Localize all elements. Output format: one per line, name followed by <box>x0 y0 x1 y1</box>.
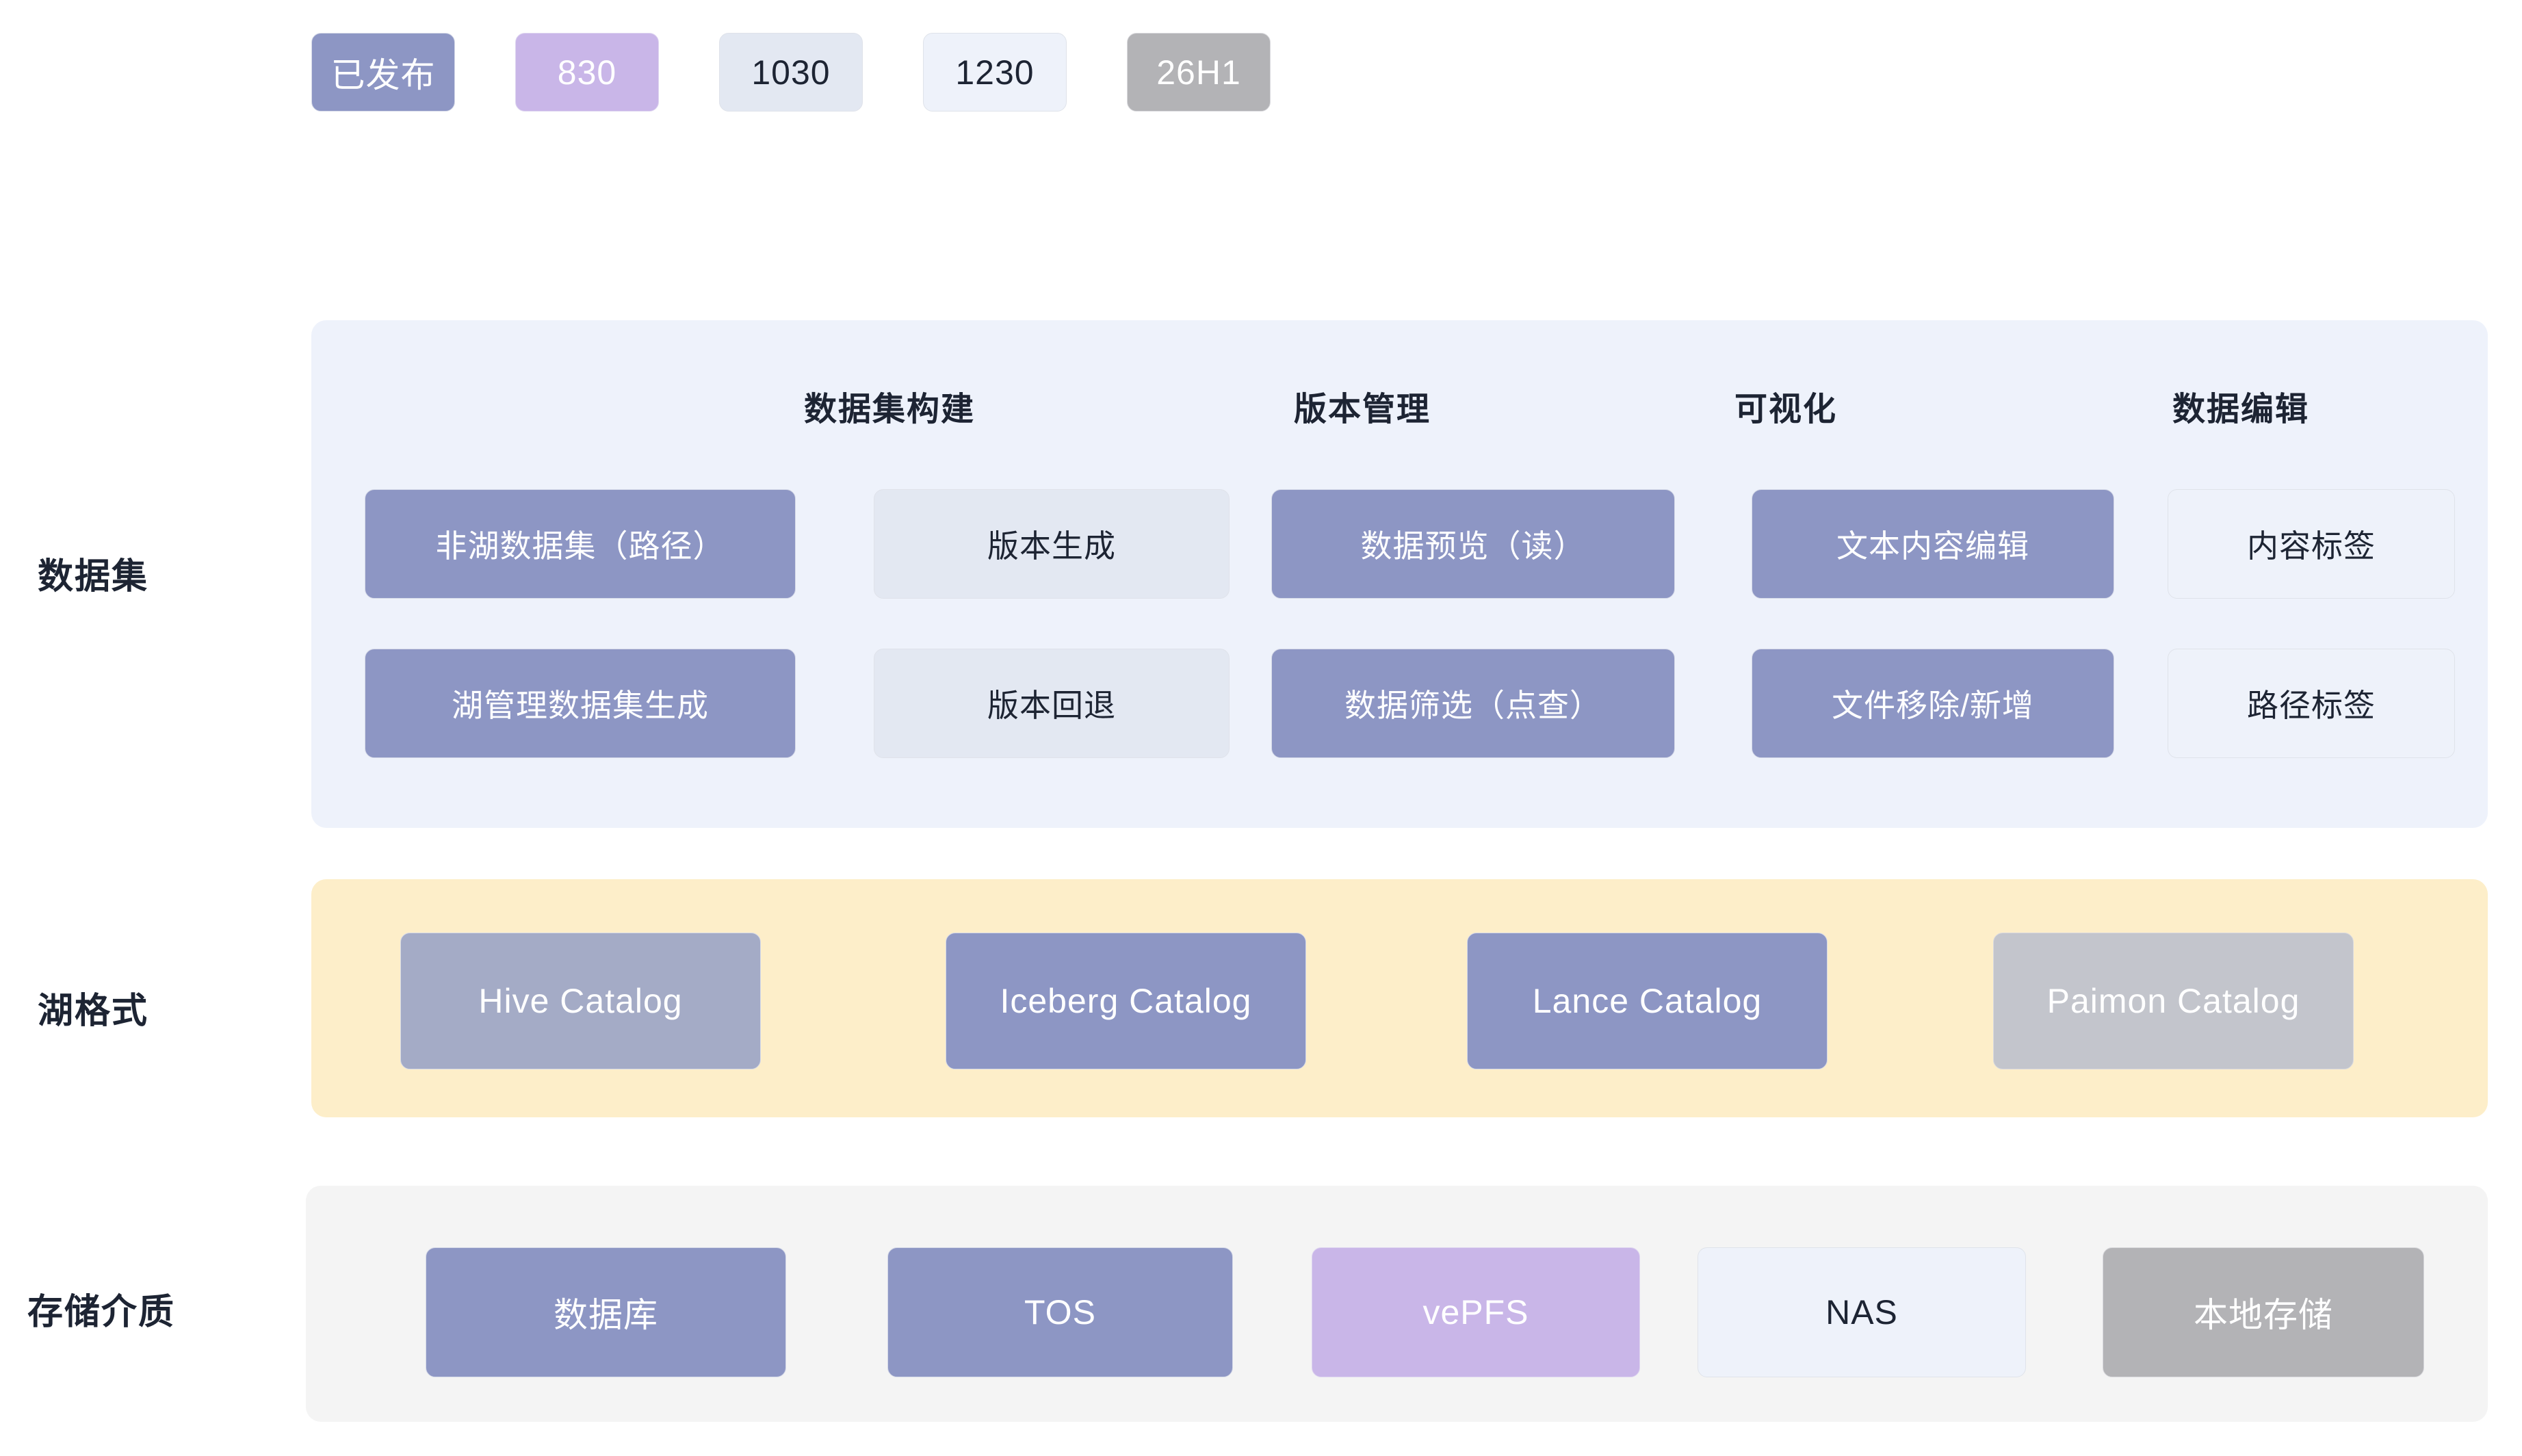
dataset-column-header-4: 数据编辑 <box>2172 391 2310 428</box>
dataset-capability-card[interactable]: 路径标签 <box>2168 649 2455 758</box>
card-label: 文本内容编辑 <box>1836 528 2029 564</box>
card-label: Lance Catalog <box>1532 982 1763 1020</box>
status-legend: 已发布 830 1030 1230 26H1 <box>311 33 1271 112</box>
dataset-column-headers: 数据集构建版本管理可视化数据编辑数据标签 <box>311 382 2488 430</box>
card-label: 数据筛选（点查） <box>1344 688 1602 723</box>
card-label: Hive Catalog <box>478 982 683 1020</box>
lake-format-card[interactable]: Iceberg Catalog <box>946 933 1306 1069</box>
storage-medium-card[interactable]: vePFS <box>1312 1247 1640 1377</box>
dataset-capability-card[interactable]: 内容标签 <box>2168 489 2455 599</box>
dataset-capability-card[interactable]: 文件移除/新增 <box>1752 649 2114 758</box>
legend-chip-label: 1230 <box>955 53 1035 92</box>
dataset-capability-card[interactable]: 湖管理数据集生成 <box>365 649 796 758</box>
card-label: 数据库 <box>554 1296 658 1334</box>
card-label: Paimon Catalog <box>2046 982 2300 1020</box>
dataset-capability-card[interactable]: 版本回退 <box>874 649 1230 758</box>
card-label: 非湖数据集（路径） <box>435 528 725 564</box>
card-label: vePFS <box>1422 1293 1529 1331</box>
storage-medium-card[interactable]: 本地存储 <box>2103 1247 2424 1377</box>
lake-format-card[interactable]: Paimon Catalog <box>1993 933 2354 1069</box>
legend-chip-label: 1030 <box>751 53 831 92</box>
dataset-capability-card[interactable]: 数据筛选（点查） <box>1271 649 1675 758</box>
storage-medium-card[interactable]: NAS <box>1698 1247 2026 1377</box>
row-label-lake-format: 湖格式 <box>38 991 149 1031</box>
dataset-capability-card[interactable]: 非湖数据集（路径） <box>365 489 796 599</box>
card-label: 路径标签 <box>2247 688 2376 723</box>
card-label: 内容标签 <box>2247 528 2376 564</box>
dataset-column-header-2: 版本管理 <box>1293 391 1431 428</box>
storage-medium-card[interactable]: TOS <box>887 1247 1233 1377</box>
card-label: TOS <box>1024 1293 1096 1331</box>
card-label: 本地存储 <box>2194 1296 2333 1334</box>
dataset-capability-card[interactable]: 数据预览（读） <box>1271 489 1675 599</box>
legend-chip-label: 26H1 <box>1156 53 1241 92</box>
card-label: 版本生成 <box>987 528 1116 564</box>
card-label: NAS <box>1825 1293 1898 1331</box>
legend-chip-5[interactable]: 26H1 <box>1127 33 1271 112</box>
storage-medium-card[interactable]: 数据库 <box>426 1247 786 1377</box>
legend-chip-4[interactable]: 1230 <box>923 33 1067 112</box>
dataset-column-header-1: 数据集构建 <box>803 391 976 428</box>
lake-format-card[interactable]: Hive Catalog <box>400 933 761 1069</box>
legend-chip-1[interactable]: 已发布 <box>311 33 455 112</box>
card-label: 文件移除/新增 <box>1832 688 2034 723</box>
row-label-storage-medium: 存储介质 <box>27 1292 176 1332</box>
row-label-dataset: 数据集 <box>38 557 149 597</box>
legend-chip-2[interactable]: 830 <box>515 33 659 112</box>
legend-chip-3[interactable]: 1030 <box>719 33 863 112</box>
legend-chip-label: 830 <box>557 53 617 92</box>
dataset-column-header-3: 可视化 <box>1734 391 1838 428</box>
dataset-capability-card[interactable]: 版本生成 <box>874 489 1230 599</box>
card-label: 湖管理数据集生成 <box>452 688 709 723</box>
card-label: Iceberg Catalog <box>1000 982 1252 1020</box>
card-label: 数据预览（读） <box>1360 528 1586 564</box>
lake-format-card[interactable]: Lance Catalog <box>1467 933 1828 1069</box>
card-label: 版本回退 <box>987 688 1116 723</box>
dataset-capability-card[interactable]: 文本内容编辑 <box>1752 489 2114 599</box>
legend-chip-label: 已发布 <box>330 55 436 94</box>
